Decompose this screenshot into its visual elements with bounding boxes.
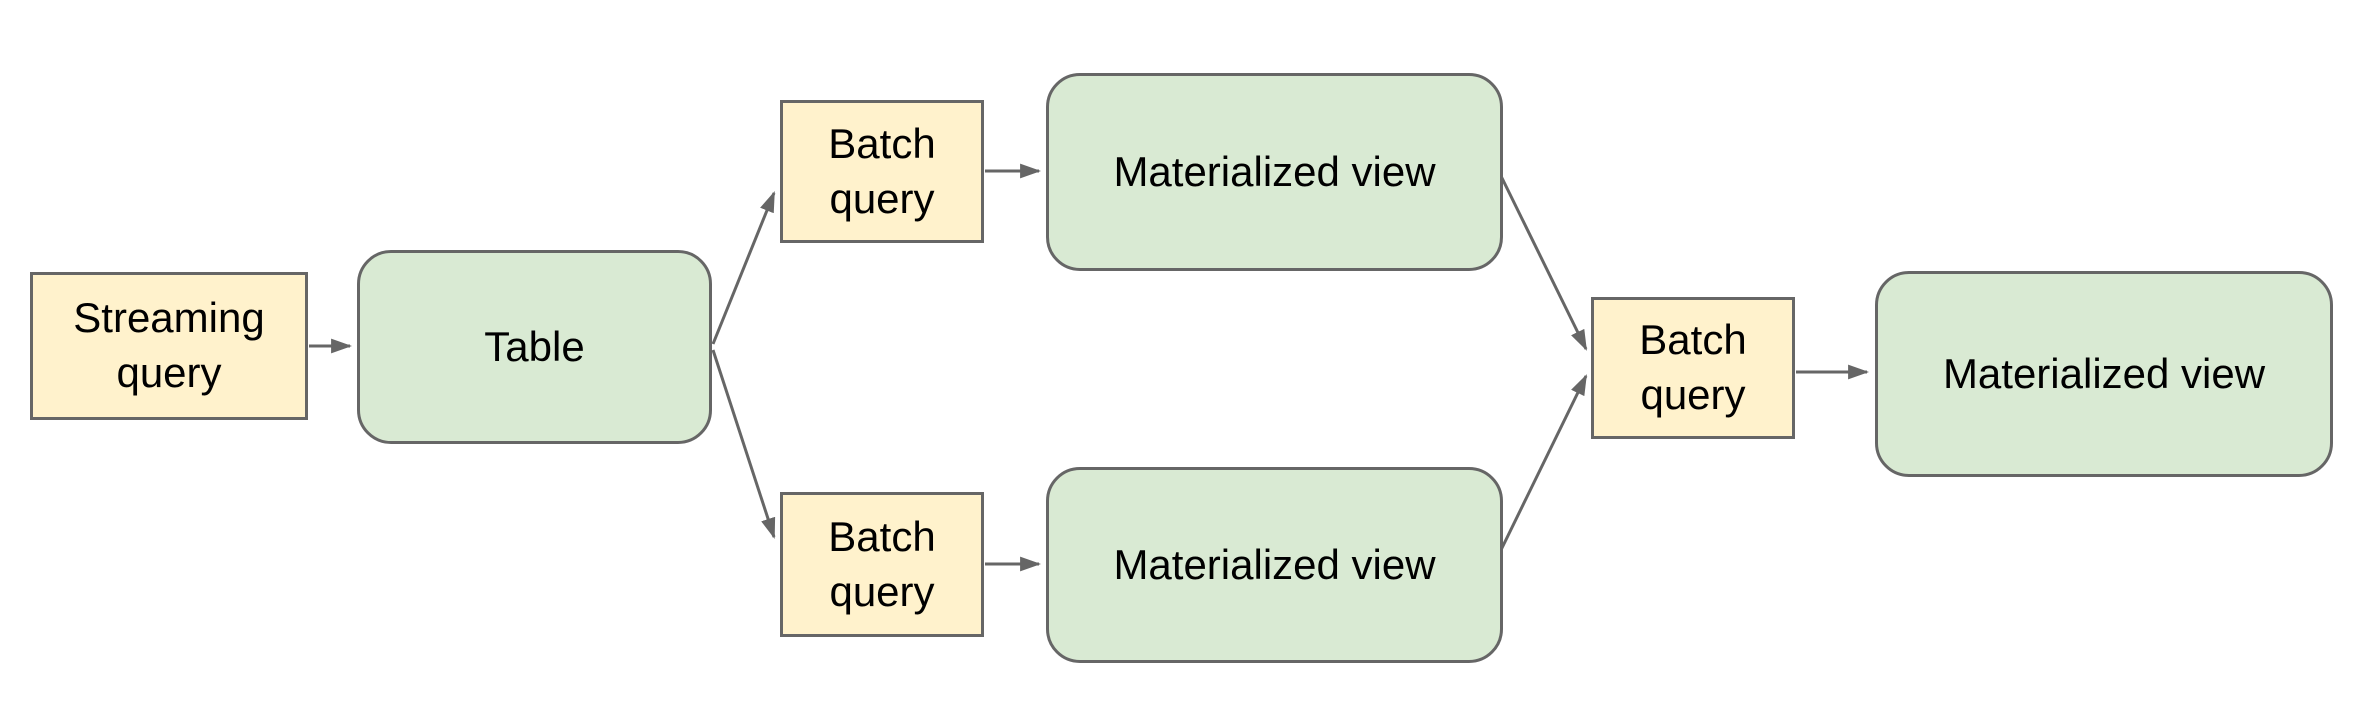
node-materialized-view-right: Materialized view bbox=[1875, 271, 2333, 477]
node-materialized-view-bottom: Materialized view bbox=[1046, 467, 1503, 663]
node-batch-query-bottom: Batch query bbox=[780, 492, 984, 637]
node-batch-query-right: Batch query bbox=[1591, 297, 1795, 439]
node-table: Table bbox=[357, 250, 712, 444]
node-streaming-query: Streaming query bbox=[30, 272, 308, 420]
edge-materialized-view-top-to-batch-query-right bbox=[1499, 175, 1588, 351]
edge-table-to-batch-query-bottom bbox=[711, 349, 776, 539]
edge-table-to-batch-query-top bbox=[711, 191, 776, 345]
node-batch-query-top: Batch query bbox=[780, 100, 984, 243]
node-materialized-view-top: Materialized view bbox=[1046, 73, 1503, 271]
edge-materialized-view-bottom-to-batch-query-right bbox=[1498, 374, 1588, 553]
